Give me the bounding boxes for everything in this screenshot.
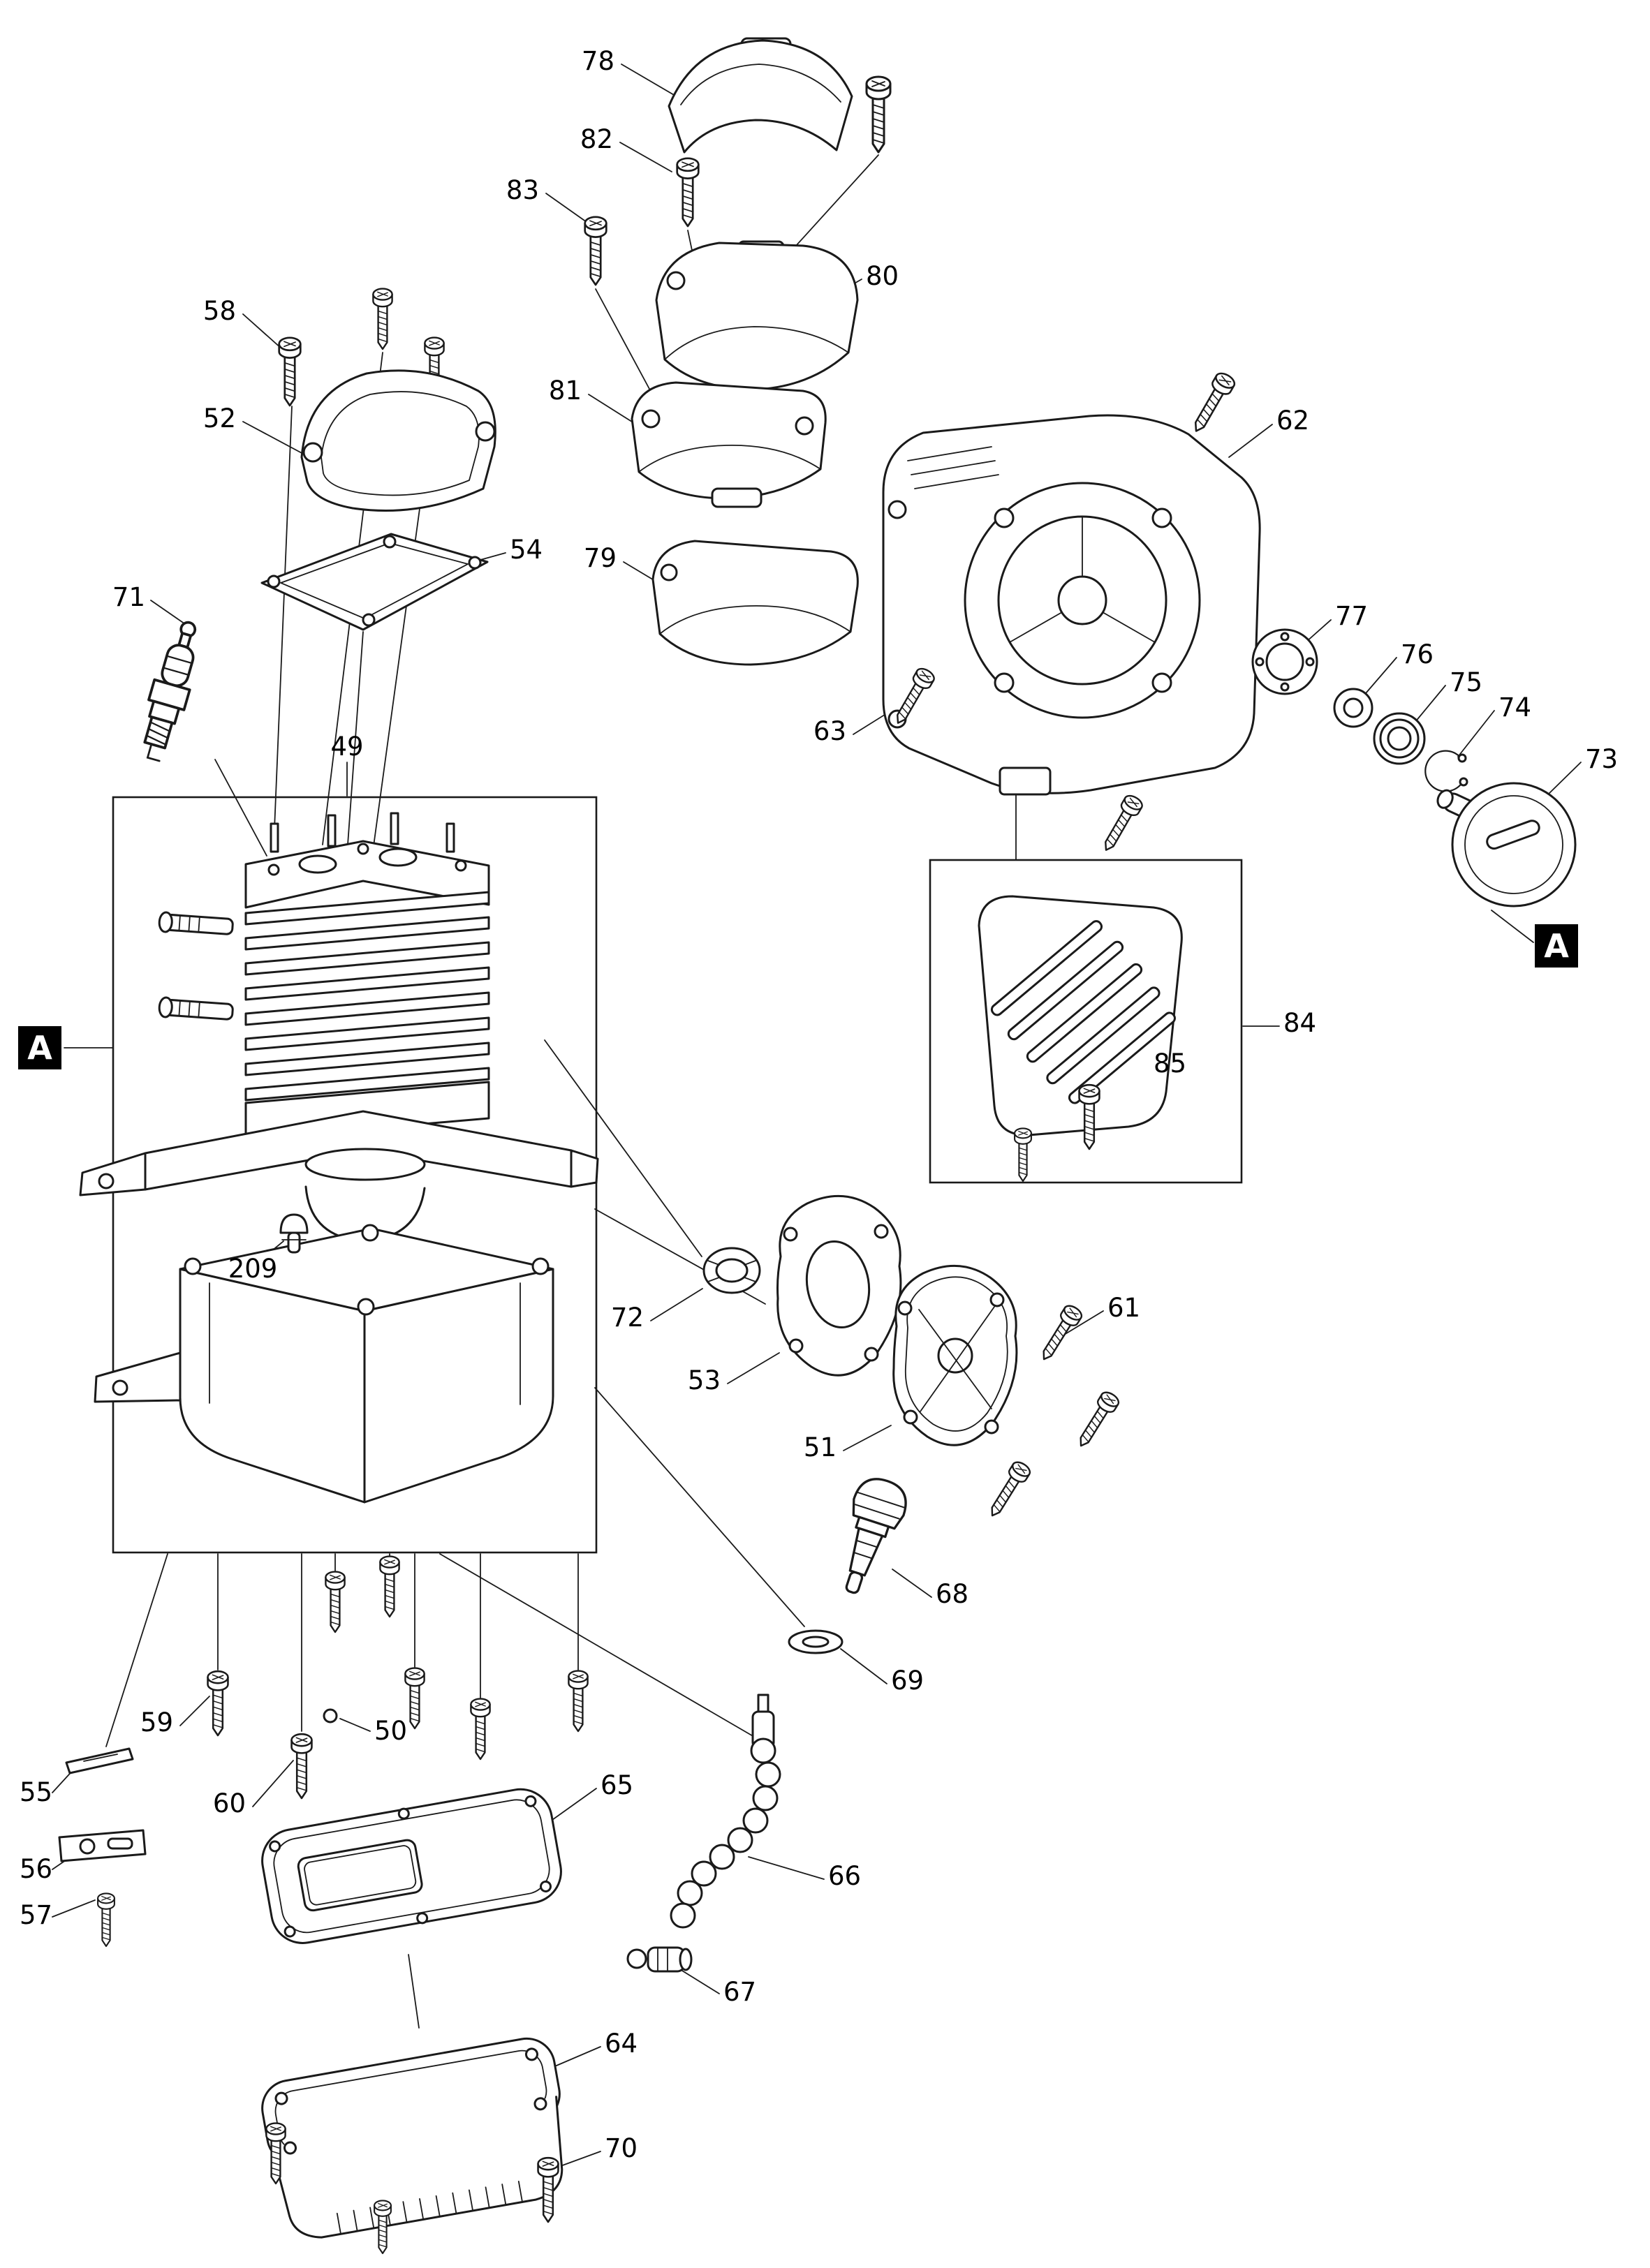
screw-fastener: [278, 336, 302, 407]
cylinder-cover-84: [978, 895, 1183, 1136]
part-label-71: 71: [112, 582, 145, 612]
screw-fastener: [865, 75, 892, 154]
part-label-58: 58: [203, 296, 236, 326]
clamp-cover-81: [631, 381, 827, 508]
section-marker-a-left-label: A: [27, 1029, 52, 1067]
screw-fastener: [1097, 792, 1146, 856]
part-label-62: 62: [1276, 406, 1309, 436]
crankcase-lower: [94, 1224, 554, 1504]
cylinder-block: [158, 812, 490, 1141]
screw-fastener: [1186, 369, 1238, 437]
part-label-84: 84: [1283, 1008, 1316, 1038]
plate-55: [65, 1747, 134, 1774]
float-gasket-65: [261, 1788, 562, 1944]
screw-fastener: [97, 1892, 115, 1948]
screw-fastener: [207, 1670, 229, 1737]
part-label-72: 72: [611, 1303, 644, 1333]
starter-cam-73: [1436, 782, 1577, 907]
part-label-55: 55: [20, 1777, 52, 1807]
part-label-56: 56: [20, 1854, 52, 1884]
part-label-76: 76: [1401, 639, 1434, 669]
screw-fastener: [568, 1670, 589, 1733]
part-label-59: 59: [140, 1707, 173, 1737]
part-label-53: 53: [688, 1365, 721, 1395]
cylinder-cover-80: [655, 240, 859, 391]
part-label-52: 52: [203, 403, 236, 433]
part-label-66: 66: [828, 1861, 861, 1891]
crankcase-upper: [79, 1110, 599, 1243]
bearing-75: [1373, 712, 1426, 765]
screw-fastener: [584, 216, 607, 286]
retaining-ring-74: [1424, 750, 1468, 792]
part-label-77: 77: [1335, 601, 1368, 631]
screw-fastener: [290, 1733, 313, 1800]
part-label-50: 50: [374, 1716, 407, 1746]
part-label-68: 68: [936, 1579, 968, 1609]
washer-76: [1333, 688, 1373, 728]
screw-fastener: [676, 157, 700, 228]
part-label-64: 64: [605, 2029, 638, 2059]
fuel-valve-68: [845, 1478, 907, 1594]
screw-fastener: [983, 1458, 1033, 1522]
part-label-57: 57: [20, 1900, 52, 1930]
part-label-209: 209: [228, 1254, 278, 1284]
cover-gasket-54: [260, 533, 489, 631]
part-label-75: 75: [1450, 667, 1482, 697]
part-label-65: 65: [601, 1770, 633, 1800]
oil-seal-72: [702, 1247, 761, 1294]
gasket-53: [776, 1194, 902, 1377]
heat-shield-top: [668, 37, 853, 154]
part-label-54: 54: [510, 535, 543, 565]
part-label-74: 74: [1498, 692, 1531, 722]
part-label-69: 69: [891, 1666, 924, 1696]
part-label-63: 63: [813, 716, 846, 746]
section-marker-a-right-label: A: [1544, 927, 1569, 965]
fuel-hose-66: [670, 1693, 781, 1929]
part-label-82: 82: [580, 124, 613, 154]
oil-pan-64: [261, 2037, 563, 2239]
reed-valve-cover-51: [892, 1264, 1018, 1446]
part-label-49: 49: [330, 732, 363, 762]
screw-fastener: [404, 1667, 425, 1730]
tappet-cover-52: [300, 369, 496, 512]
part-label-73: 73: [1585, 744, 1618, 774]
fan-housing-62: [882, 414, 1261, 796]
screw-fastener: [379, 1555, 400, 1618]
washer-69: [788, 1629, 844, 1654]
screw-fastener: [1072, 1388, 1122, 1452]
cylinder-cover-box: [929, 859, 1243, 1184]
screw-fastener: [372, 288, 393, 350]
section-marker-a-left: A: [18, 1026, 61, 1069]
spark-plug-71: [143, 621, 197, 762]
ball-50: [323, 1708, 338, 1724]
part-label-80: 80: [866, 261, 899, 291]
part-label-60: 60: [213, 1788, 246, 1818]
ball-bearing-77: [1251, 628, 1318, 695]
pin-209: [279, 1213, 309, 1254]
part-label-70: 70: [605, 2133, 638, 2163]
screw-fastener: [1035, 1302, 1085, 1365]
part-label-78: 78: [582, 46, 614, 76]
part-label-61: 61: [1107, 1293, 1140, 1323]
bracket-56: [58, 1829, 147, 1862]
part-label-81: 81: [549, 376, 582, 406]
check-valve-67: [626, 1946, 693, 1973]
part-label-67: 67: [723, 1977, 756, 2007]
part-label-85: 85: [1154, 1048, 1186, 1079]
section-marker-a-right: A: [1535, 924, 1578, 968]
part-label-79: 79: [584, 543, 617, 573]
screw-fastener: [325, 1571, 346, 1633]
screw-fastener: [1014, 1127, 1032, 1183]
part-label-83: 83: [506, 175, 539, 205]
screw-fastener: [470, 1698, 491, 1761]
part-label-51: 51: [804, 1432, 837, 1462]
bottom-cover-79: [651, 540, 859, 666]
